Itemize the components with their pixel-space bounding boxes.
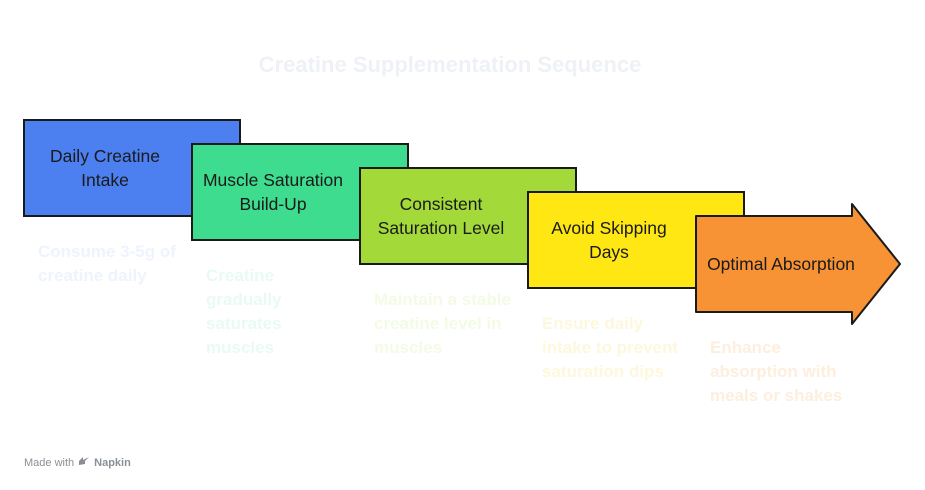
napkin-logo-icon xyxy=(78,455,90,470)
step-5-arrow-shape xyxy=(695,203,901,325)
step-4-label: Avoid Skipping Days xyxy=(551,218,667,262)
step-4-description: Ensure daily intake to prevent saturatio… xyxy=(542,314,679,381)
step-3-label: Consistent Saturation Level xyxy=(377,194,505,238)
step-3-description: Maintain a stable creatine level in musc… xyxy=(374,290,511,357)
watermark-brand: Napkin xyxy=(94,456,131,469)
step-1-description: Consume 3-5g of creatine daily xyxy=(38,242,176,285)
step-5-label: Optimal Absorption xyxy=(707,254,855,274)
diagram-title: Creatine Supplementation Sequence xyxy=(258,52,642,77)
made-with-napkin-watermark: Made with Napkin xyxy=(24,455,131,470)
step-1-label: Daily Creatine Intake xyxy=(50,146,160,190)
watermark-prefix: Made with xyxy=(24,456,75,469)
step-2-label: Muscle Saturation Build-Up xyxy=(202,170,344,214)
step-2-description: Creatine gradually saturates muscles xyxy=(206,266,282,357)
step-5-description: Enhance absorption with meals or shakes xyxy=(710,338,843,405)
